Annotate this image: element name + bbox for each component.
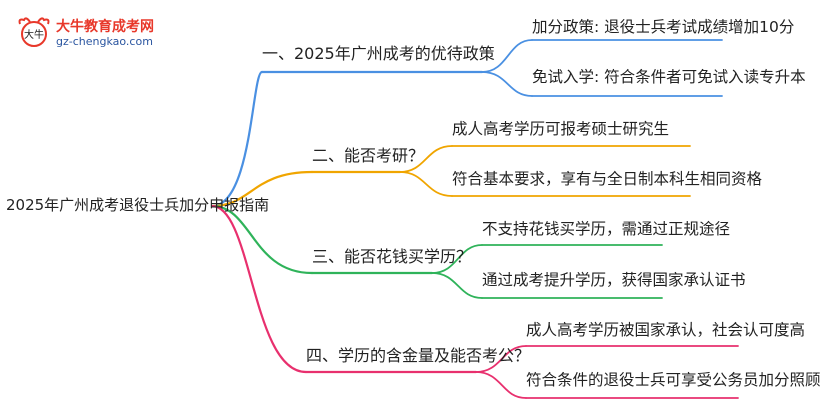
leaf-1-1-connector [481, 39, 533, 73]
leaf-3-1-connector [431, 244, 483, 274]
leaf-4-1: 成人高考学历被国家承认，社会认可度高 [526, 321, 806, 339]
branch-1-connector [210, 70, 264, 208]
mind-map: 大牛 大牛教育成考网 gz-chengkao.com 2025年广州成考退役士兵… [6, 14, 821, 399]
branch-2-label: 二、能否考研？ [312, 146, 425, 165]
leaf-2-1-connector [399, 145, 453, 173]
logo-site-url: gz-chengkao.com [56, 35, 153, 48]
leaf-3-1: 不支持花钱买学历，需通过正规途径 [482, 220, 731, 238]
leaf-2-2-connector [399, 171, 453, 197]
leaf-3-2: 通过成考提升学历，获得国家承认证书 [482, 271, 746, 289]
leaf-2-2: 符合基本要求，享有与全日制本科生相同资格 [452, 170, 763, 188]
leaf-3-2-connector [431, 272, 483, 299]
leaf-1-1: 加分政策: 退役士兵考试成绩增加10分 [532, 18, 795, 36]
logo-site-name: 大牛教育成考网 [56, 19, 154, 35]
leaf-2-1: 成人高考学历可报考硕士研究生 [452, 120, 670, 138]
leaf-4-2: 符合条件的退役士兵可享受公务员加分照顾 [526, 371, 821, 389]
branch-2-connector [210, 170, 314, 208]
connector-lines [210, 39, 739, 399]
bull-logo-icon: 大牛 [18, 17, 50, 47]
branch-1-label: 一、2025年广州成考的优待政策 [262, 44, 495, 63]
branch-3-connector [210, 204, 314, 275]
leaf-1-2: 免试入学: 符合条件者可免试入读专升本 [532, 68, 806, 86]
leaf-4-1-connector [475, 345, 527, 373]
branch-3-label: 三、能否花钱买学历？ [312, 247, 473, 266]
site-logo: 大牛 大牛教育成考网 gz-chengkao.com [16, 14, 166, 50]
branch-4-label: 四、学历的含金量及能否考公？ [306, 346, 531, 365]
leaf-4-2-connector [475, 371, 527, 399]
root-node: 2025年广州成考退役士兵加分申报指南 [6, 196, 270, 214]
branch-4-connector [210, 204, 308, 374]
logo-mark-text: 大牛 [24, 28, 44, 41]
leaf-1-2-connector [481, 71, 533, 97]
